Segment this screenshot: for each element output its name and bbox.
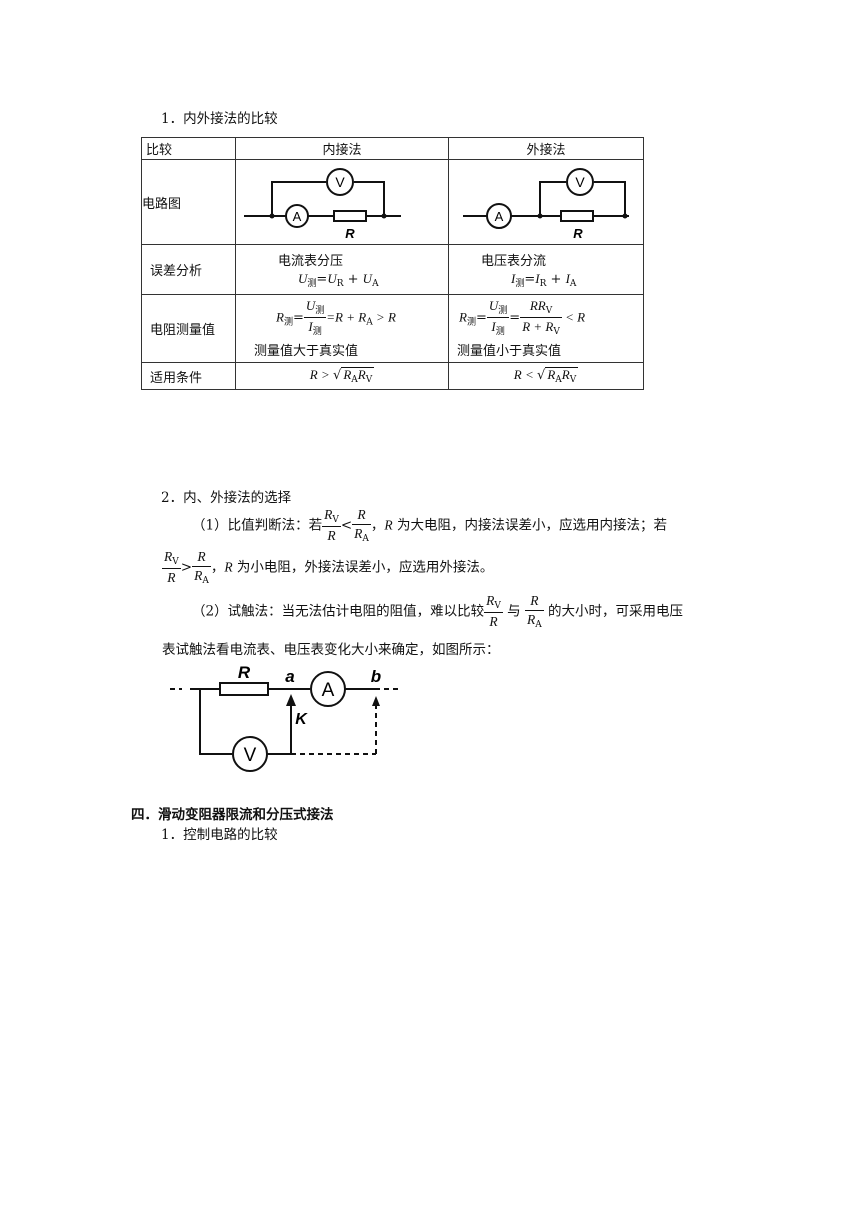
inner-error-cell: 电流表分压 U测=UR + UA bbox=[235, 244, 449, 295]
label-measure: 电阻测量值 bbox=[141, 294, 236, 363]
inner-connection-diagram: V A R bbox=[244, 168, 401, 241]
section2-title: 2．内、外接法的选择 bbox=[161, 490, 292, 506]
label-circuit: 电路图 bbox=[141, 159, 236, 245]
figure2-b-label: b bbox=[371, 667, 381, 686]
outer-error-formula: I测=IR + IA bbox=[511, 271, 577, 289]
outer-connection-diagram: V A R bbox=[463, 168, 629, 241]
inner-measure-note: 测量值大于真实值 bbox=[254, 343, 359, 359]
header-outer: 外接法 bbox=[448, 137, 644, 160]
label-error: 误差分析 bbox=[141, 244, 236, 295]
inner-resistor-label: R bbox=[345, 226, 355, 241]
inner-voltmeter-label: V bbox=[335, 174, 345, 190]
section4-subtitle: 1．控制电路的比较 bbox=[161, 827, 278, 843]
inner-circuit-cell: V A R bbox=[235, 159, 449, 245]
outer-error-cell: 电压表分流 I测=IR + IA bbox=[448, 244, 644, 295]
table-row-circuit: 电路图 V A R bbox=[141, 159, 644, 245]
outer-resistor-label: R bbox=[573, 226, 583, 241]
table-row-condition: 适用条件 R > √RARV R < √RARV bbox=[141, 362, 644, 390]
figure2-voltmeter-label: V bbox=[244, 745, 257, 766]
outer-error-text: 电压表分流 bbox=[481, 254, 547, 269]
inner-error-formula: U测=UR + UA bbox=[298, 271, 379, 289]
figure2-ammeter-label: A bbox=[322, 680, 335, 701]
label-condition: 适用条件 bbox=[141, 362, 236, 390]
outer-condition-cell: R < √RARV bbox=[448, 362, 644, 390]
inner-error-text: 电流表分压 bbox=[278, 254, 344, 269]
trial-touch-diagram: R a b K A V bbox=[170, 664, 400, 772]
outer-ammeter-label: A bbox=[495, 209, 504, 224]
figure2-K-label: K bbox=[295, 711, 308, 728]
section1-title: 1．内外接法的比较 bbox=[161, 111, 278, 127]
inner-condition-cell: R > √RARV bbox=[235, 362, 449, 390]
header-inner: 内接法 bbox=[235, 137, 449, 160]
inner-ammeter-label: A bbox=[293, 209, 302, 224]
outer-circuit-cell: V A R bbox=[448, 159, 644, 245]
section4-title: 四．滑动变阻器限流和分压式接法 bbox=[131, 807, 334, 823]
comparison-table: 比较 内接法 外接法 电路图 V A R bbox=[141, 137, 644, 390]
table-header-row: 比较 内接法 外接法 bbox=[141, 137, 644, 160]
figure2-a-label: a bbox=[285, 667, 294, 686]
outer-voltmeter-label: V bbox=[575, 174, 585, 190]
outer-measure-note: 测量值小于真实值 bbox=[457, 343, 562, 359]
table-row-error: 误差分析 电流表分压 U测=UR + UA 电压表分流 I测=IR + IA bbox=[141, 244, 644, 295]
section2-para4: 表试触法看电流表、电压表变化大小来确定，如图所示： bbox=[162, 642, 500, 658]
header-compare: 比较 bbox=[141, 137, 236, 160]
figure2-R-label: R bbox=[238, 664, 251, 682]
